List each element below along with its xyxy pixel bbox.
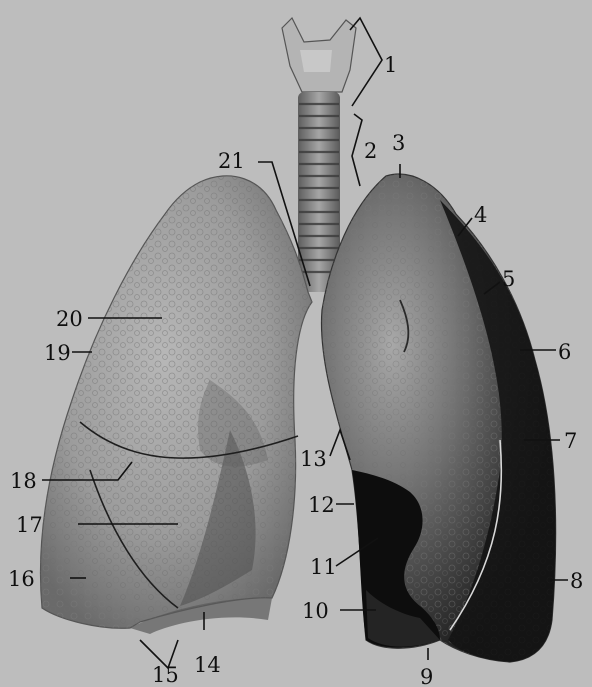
label-12: 12: [308, 493, 335, 517]
label-16: 16: [8, 567, 35, 591]
label-2: 2: [364, 139, 377, 163]
label-21: 21: [218, 149, 245, 173]
larynx: [282, 18, 356, 92]
label-20: 20: [56, 307, 83, 331]
label-5: 5: [502, 267, 515, 291]
label-6: 6: [558, 340, 571, 364]
label-8: 8: [570, 569, 583, 593]
label-19: 19: [44, 341, 71, 365]
label-1: 1: [384, 53, 397, 77]
label-4: 4: [474, 203, 487, 227]
right-lung: [40, 176, 312, 634]
left-lung: [321, 174, 555, 662]
label-11: 11: [310, 555, 337, 579]
label-10: 10: [302, 599, 329, 623]
label-7: 7: [564, 429, 577, 453]
label-9: 9: [420, 665, 433, 687]
label-14: 14: [194, 653, 221, 677]
label-18: 18: [10, 469, 37, 493]
label-15: 15: [152, 663, 179, 687]
label-13: 13: [300, 447, 327, 471]
label-17: 17: [16, 513, 43, 537]
label-3: 3: [392, 131, 405, 155]
